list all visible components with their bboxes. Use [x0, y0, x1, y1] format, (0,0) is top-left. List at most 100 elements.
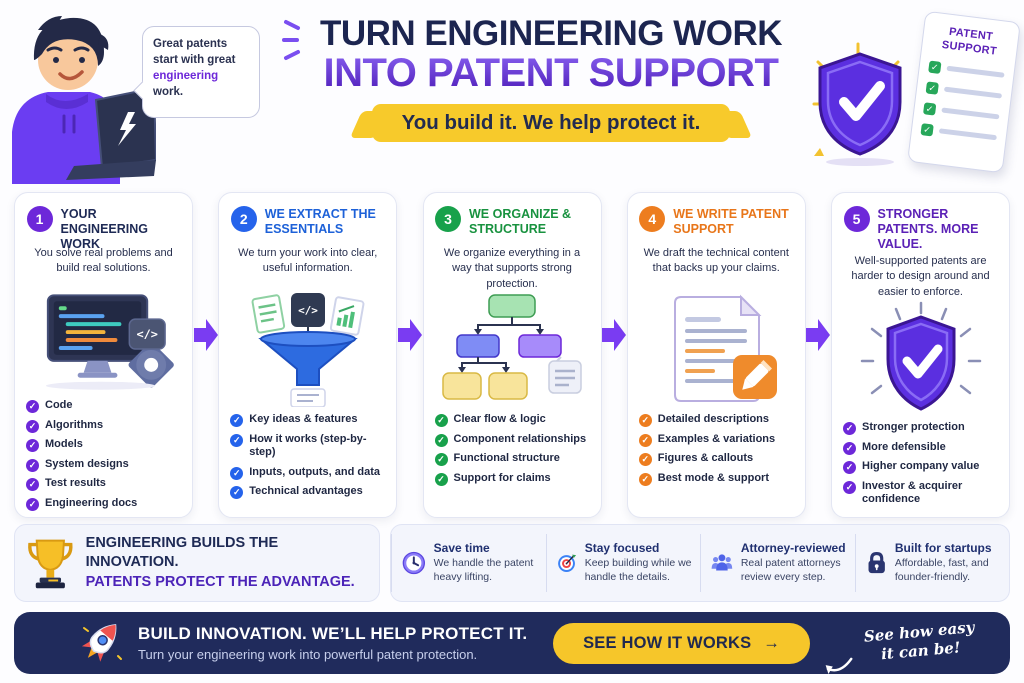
check-icon: ✓ — [230, 486, 244, 499]
check-icon: ✓ — [434, 433, 448, 447]
cta-button-label: SEE HOW IT WORKS — [583, 633, 752, 652]
green-check-icon: ✓ — [923, 101, 937, 116]
step-header: 1 YOUR ENGINEERING WORK — [26, 206, 181, 251]
bullet-item: ✓ Best mode & support — [638, 471, 794, 486]
right-arrow-icon — [397, 317, 422, 353]
feature-text: Built for startups Affordable, fast, and… — [895, 541, 1003, 584]
feature-text: Attorney-reviewed Real patent attorneys … — [741, 541, 849, 584]
patent-card-title: PATENT SUPPORT — [941, 25, 998, 58]
step-title: WE EXTRACT THE ESSENTIALS — [264, 207, 376, 236]
code-tag-icon: </> — [298, 304, 318, 317]
cta-bar: BUILD INNOVATION. WE’LL HELP PROTECT IT.… — [14, 612, 1010, 674]
bullet-item: ✓Component relationships — [434, 433, 590, 447]
benefits-band: ENGINEERING BUILDS THE INNOVATION. PATEN… — [14, 524, 1010, 602]
step-header: 5 STRONGER PATENTS. MORE VALUE. — [843, 206, 998, 251]
bullet-label: Figures & callouts — [657, 452, 754, 464]
handwritten-note: See how easy it can be! — [823, 617, 992, 674]
feature-attorney-reviewed: Attorney-reviewed Real patent attorneys … — [700, 534, 855, 592]
step-bullet-list: ✓Detailed descriptions ✓ Examples & varia… — [638, 413, 794, 486]
right-arrow-glyph: → — [763, 633, 780, 652]
step-header: 3 WE ORGANIZE & STRUCTURE — [435, 206, 590, 238]
shield-check-icon — [808, 40, 912, 171]
cta-text-block: BUILD INNOVATION. WE’LL HELP PROTECT IT.… — [138, 624, 527, 662]
text-line-placeholder — [943, 86, 1003, 99]
text-line-placeholder — [941, 107, 1000, 120]
document-pencil-icon — [639, 293, 794, 407]
funnel-documents-icon: </> — [230, 293, 385, 407]
hero-title-block: TURN ENGINEERING WORK INTO PATENT SUPPOR… — [296, 14, 806, 142]
step-card-1: 1 YOUR ENGINEERING WORK You solve real p… — [14, 192, 193, 518]
bullet-item: ✓ Figures & callouts — [638, 452, 794, 466]
step-title: WE ORGANIZE & STRUCTURE — [469, 207, 572, 236]
feature-title: Stay focused — [584, 541, 660, 556]
hero-tagline: You build it. We help protect it. — [371, 104, 731, 142]
bullet-item: ✓More defensible — [843, 441, 998, 455]
feature-desc: We handle the patent heavy lifting. — [433, 557, 534, 583]
benefits-headline-line2: PATENTS PROTECT THE ADVANTAGE. — [85, 573, 355, 590]
bullet-label: Clear flow & logic — [453, 413, 546, 425]
step-number-badge: 2 — [230, 206, 257, 232]
check-icon: ✓ — [26, 419, 39, 433]
check-icon: ✓ — [843, 461, 856, 474]
engineer-character-illustration — [4, 4, 158, 184]
check-icon: ✓ — [230, 466, 244, 480]
feature-text: Stay focused Keep building while we hand… — [585, 541, 694, 584]
checklist-row: ✓ — [925, 80, 1003, 102]
check-icon: ✓ — [843, 441, 856, 455]
step-number-badge: 1 — [26, 206, 53, 232]
step-bullet-list: ✓Clear flow & logic ✓Component relations… — [434, 413, 590, 486]
bullet-label: Key ideas & features — [249, 413, 358, 425]
step-number-badge: 4 — [639, 206, 666, 232]
patent-support-checklist-card: PATENT SUPPORT ✓ ✓ ✓ ✓ — [907, 10, 1021, 174]
bullet-item: ✓System designs — [26, 458, 181, 472]
feature-save-time: Save time We handle the patent heavy lif… — [391, 534, 546, 592]
check-icon: ✓ — [26, 439, 39, 452]
bullet-item: ✓Stronger protection — [843, 421, 998, 435]
bullet-label: Technical advantages — [249, 485, 363, 497]
step-title: WE WRITE PATENT SUPPORT — [673, 207, 789, 236]
right-arrow-icon — [193, 317, 218, 353]
hero-badge-group: PATENT SUPPORT ✓ ✓ ✓ ✓ — [808, 10, 1021, 182]
bullet-label: Functional structure — [453, 452, 560, 464]
check-icon: ✓ — [638, 433, 652, 447]
bullet-label: Engineering docs — [45, 496, 138, 509]
check-icon: ✓ — [638, 472, 652, 486]
bullet-item: ✓Test results — [26, 477, 181, 491]
speech-bubble: Great patents start with great engineeri… — [142, 26, 260, 118]
check-icon: ✓ — [230, 414, 244, 427]
check-icon: ✓ — [434, 453, 448, 466]
text-line-placeholder — [946, 65, 1005, 78]
bullet-label: Inputs, outputs, and data — [249, 465, 381, 478]
bullet-item: ✓Clear flow & logic — [434, 413, 590, 427]
text-line-placeholder — [938, 128, 997, 141]
step-description: Well-supported patents are harder to des… — [851, 255, 990, 298]
step-description: We draft the technical content that back… — [643, 247, 789, 275]
benefits-feature-strip: Save time We handle the patent heavy lif… — [390, 524, 1010, 602]
green-check-icon: ✓ — [928, 60, 942, 74]
step-title: YOUR ENGINEERING WORK — [60, 207, 149, 251]
benefits-headline: ENGINEERING BUILDS THE INNOVATION. PATEN… — [86, 534, 367, 593]
check-icon: ✓ — [638, 414, 652, 427]
bullet-label: Investor & acquirer confidence — [862, 479, 963, 506]
bullet-label: How it works (step-by-step) — [249, 432, 367, 459]
see-how-it-works-button[interactable]: SEE HOW IT WORKS → — [553, 622, 810, 664]
bullet-item: ✓Detailed descriptions — [638, 413, 794, 427]
bullet-label: Test results — [45, 477, 106, 489]
bullet-item: ✓Engineering docs — [26, 497, 181, 511]
feature-built-for-startups: Built for startups Affordable, fast, and… — [854, 534, 1010, 592]
bullet-label: Examples & variations — [657, 432, 776, 445]
step-header: 2 WE EXTRACT THE ESSENTIALS — [230, 206, 385, 238]
bullet-label: Best mode & support — [657, 471, 769, 484]
shield-check-rays-icon — [843, 301, 998, 415]
step-description: You solve real problems and build real s… — [34, 247, 173, 275]
green-check-icon: ✓ — [925, 80, 939, 95]
bullet-label: Models — [45, 438, 83, 450]
bullet-label: Code — [45, 399, 73, 411]
bullet-label: Stronger protection — [862, 421, 965, 433]
check-icon: ✓ — [434, 472, 448, 486]
bullet-item: ✓Higher company value — [843, 460, 998, 474]
check-icon: ✓ — [638, 453, 652, 466]
bullet-item: ✓Investor & acquirer confidence — [843, 480, 998, 508]
bullet-item: ✓ Models — [26, 438, 181, 452]
feature-desc: Keep building while we handle the detail… — [584, 557, 692, 583]
